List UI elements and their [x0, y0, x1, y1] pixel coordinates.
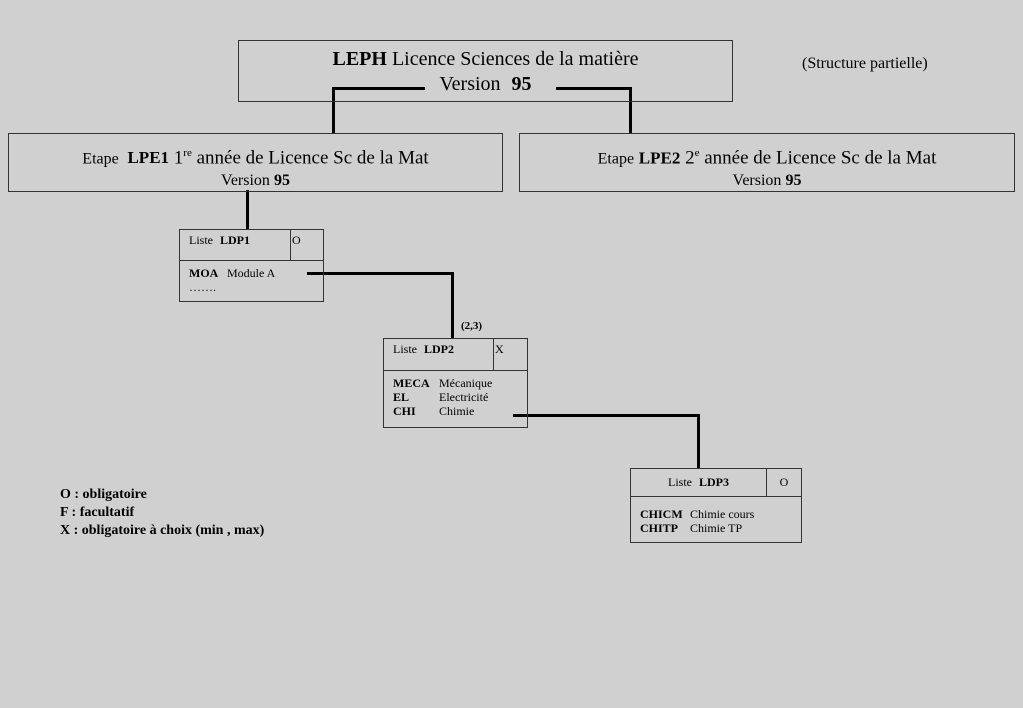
list2-item-code: MECA: [393, 376, 430, 390]
list-item: EL Electricité: [393, 390, 527, 404]
list-item: CHI Chimie: [393, 404, 527, 418]
stage2-ordinal: 2: [685, 147, 695, 169]
stage1-title: année de Licence Sc de la Mat: [196, 147, 429, 169]
program-code: LEPH: [332, 48, 387, 70]
list1-box: Liste LDP1 O MOA Module A …….: [179, 229, 324, 302]
list1-item-code: MOA: [189, 266, 219, 280]
connector-list2-horizontal: [513, 414, 699, 417]
connector-top-left-vertical: [332, 87, 335, 133]
list2-item-code: EL: [393, 390, 410, 404]
list1-code: LDP1: [220, 233, 250, 247]
list-item: MECA Mécanique: [393, 376, 527, 390]
list1-label: Liste: [189, 233, 213, 247]
program-box: LEPH Licence Sciences de la matière Vers…: [238, 40, 733, 102]
stage2-ordinal-suffix: e: [694, 147, 700, 159]
legend: O : obligatoire F : facultatif X : oblig…: [60, 486, 264, 540]
program-title: Licence Sciences de la matière: [391, 48, 639, 70]
list2-box: Liste LDP2 X MECA Mécanique EL Electricité…: [383, 338, 528, 428]
list2-item-name: Electricité: [439, 390, 489, 404]
list-item: CHICM Chimie cours: [640, 507, 801, 521]
stage1-ordinal: 1: [173, 147, 184, 169]
list3-item-code: CHITP: [640, 521, 679, 535]
stage2-prefix: Etape: [597, 150, 635, 168]
connector-top-left-horizontal: [332, 87, 425, 90]
partial-structure-note: (Structure partielle): [802, 55, 928, 72]
list3-item-name: Chimie TP: [690, 521, 743, 535]
list3-item-code: CHICM: [640, 507, 683, 521]
stage2-version-label: Version: [732, 172, 782, 190]
connector-list2-vertical: [697, 414, 700, 469]
list-item: MOA Module A: [189, 266, 323, 280]
connector-top-right-horizontal: [556, 87, 632, 90]
stage2-code: LPE2: [638, 148, 681, 168]
list2-item-code: CHI: [393, 404, 416, 418]
list-item: CHITP Chimie TP: [640, 521, 801, 535]
stage2-version: 95: [785, 172, 802, 190]
list1-item-ellipsis: …….: [189, 280, 216, 294]
list2-constraint: (2,3): [461, 320, 483, 332]
list1-item-name: Module A: [227, 266, 276, 280]
stage2-title: année de Licence Sc de la Mat: [704, 147, 937, 169]
connector-list1-horizontal: [307, 272, 453, 275]
legend-item-mandatory: O : obligatoire: [60, 487, 147, 502]
list1-flag: O: [290, 230, 323, 260]
connector-top-right-vertical: [629, 87, 632, 133]
program-version-label: Version: [439, 73, 501, 95]
list2-code: LDP2: [424, 342, 454, 356]
list2-label: Liste: [393, 342, 417, 356]
legend-item-choice: X : obligatoire à choix (min , max): [60, 523, 265, 538]
list3-label: Liste: [668, 475, 692, 489]
list3-item-name: Chimie cours: [690, 507, 755, 521]
stage1-code: LPE1: [127, 148, 170, 168]
stage1-prefix: Etape: [82, 150, 119, 168]
list3-flag: O: [766, 469, 801, 496]
list3-box: Liste LDP3 O CHICM Chimie cours CHITP Chim…: [630, 468, 802, 543]
stage1-version-label: Version: [221, 172, 270, 190]
legend-item-optional: F : facultatif: [60, 505, 135, 520]
stage1-version: 95: [273, 172, 290, 190]
stage2-box: Etape LPE2 2e année de Licence Sc de la …: [519, 133, 1015, 192]
connector-stage1-list1: [246, 190, 249, 229]
program-version: 95: [511, 73, 532, 95]
connector-list1-vertical: [451, 272, 454, 338]
list2-flag: X: [493, 339, 527, 370]
list3-code: LDP3: [699, 475, 729, 489]
stage1-box: Etape LPE1 1re année de Licence Sc de la…: [8, 133, 503, 192]
list2-item-name: Mécanique: [439, 376, 493, 390]
list2-item-name: Chimie: [439, 404, 475, 418]
stage1-ordinal-suffix: re: [183, 147, 192, 159]
list-item: …….: [189, 280, 323, 294]
